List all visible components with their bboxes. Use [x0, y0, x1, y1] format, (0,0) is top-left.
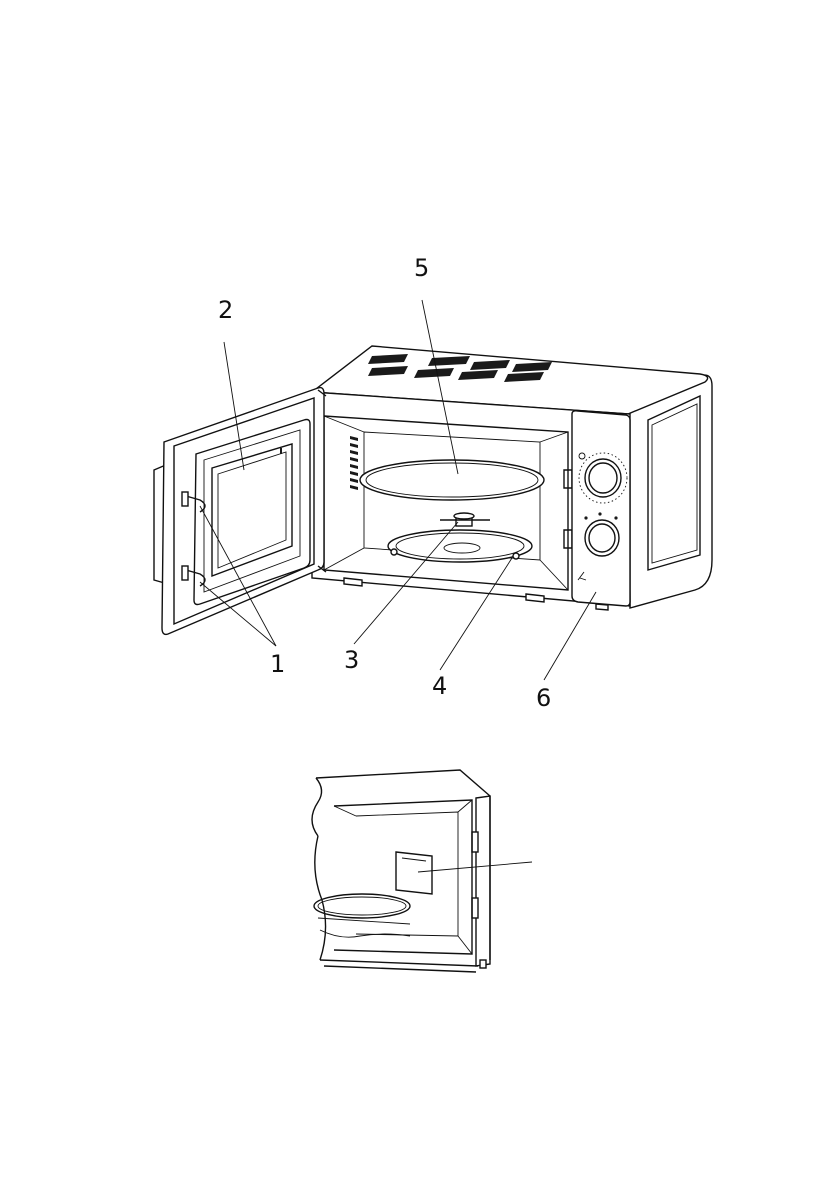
glass-tray [360, 460, 544, 500]
callout-1: 1 [270, 650, 285, 678]
detail-view-waveguide-cover [312, 770, 532, 972]
callout-3: 3 [344, 646, 359, 674]
power-knob[interactable] [585, 520, 619, 556]
callout-5: 5 [414, 254, 429, 282]
callout-4: 4 [432, 672, 447, 700]
waveguide-cover [396, 852, 432, 894]
callout-6: 6 [536, 684, 551, 712]
microwave-oven [154, 346, 712, 634]
callout-2: 2 [218, 296, 233, 324]
oven-door[interactable] [154, 388, 324, 635]
oven-cavity [324, 416, 568, 590]
roller-ring [388, 530, 532, 562]
